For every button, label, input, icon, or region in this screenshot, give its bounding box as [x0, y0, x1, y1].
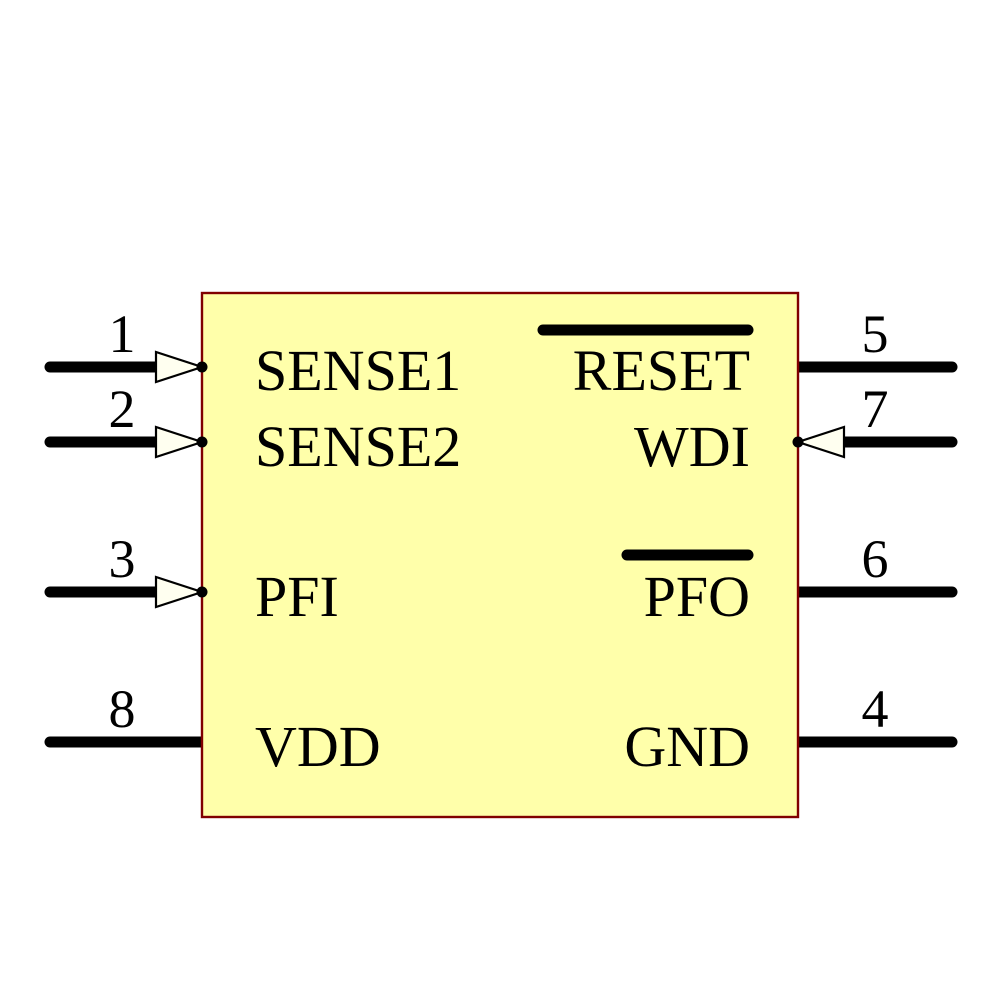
pin-number-4: 4	[862, 679, 889, 739]
input-arrow-icon-sense1	[154, 350, 206, 384]
pin-junction-sense2	[196, 436, 208, 448]
pin-junction-wdi	[792, 436, 804, 448]
pin-label-pfo: PFO	[644, 564, 750, 629]
pin-label-sense2: SENSE2	[255, 414, 461, 479]
pin-label-pfi: PFI	[255, 564, 339, 629]
pin-junction-pfi	[196, 586, 208, 598]
input-arrow-icon-pfi	[154, 575, 206, 609]
pin-arrows-layer	[154, 350, 846, 609]
pin-label-vdd: VDD	[255, 714, 381, 779]
pin-number-3: 3	[109, 529, 136, 589]
pin-number-8: 8	[109, 679, 136, 739]
pin-number-5: 5	[862, 304, 889, 364]
pin-number-2: 2	[109, 379, 136, 439]
pin-junction-sense1	[196, 361, 208, 373]
pin-label-sense1: SENSE1	[255, 338, 461, 403]
pin-number-7: 7	[862, 379, 889, 439]
pin-label-wdi: WDI	[634, 414, 750, 479]
pin-numbers-layer: 1 2 3 8 5 7 6 4	[109, 304, 889, 739]
pin-number-1: 1	[109, 304, 136, 364]
input-arrow-icon-wdi	[794, 425, 846, 459]
pin-wires-layer	[44, 361, 958, 748]
input-arrow-icon-sense2	[154, 425, 206, 459]
pin-number-6: 6	[862, 529, 889, 589]
pin-label-reset: RESET	[573, 338, 750, 403]
pin-label-gnd: GND	[624, 714, 750, 779]
